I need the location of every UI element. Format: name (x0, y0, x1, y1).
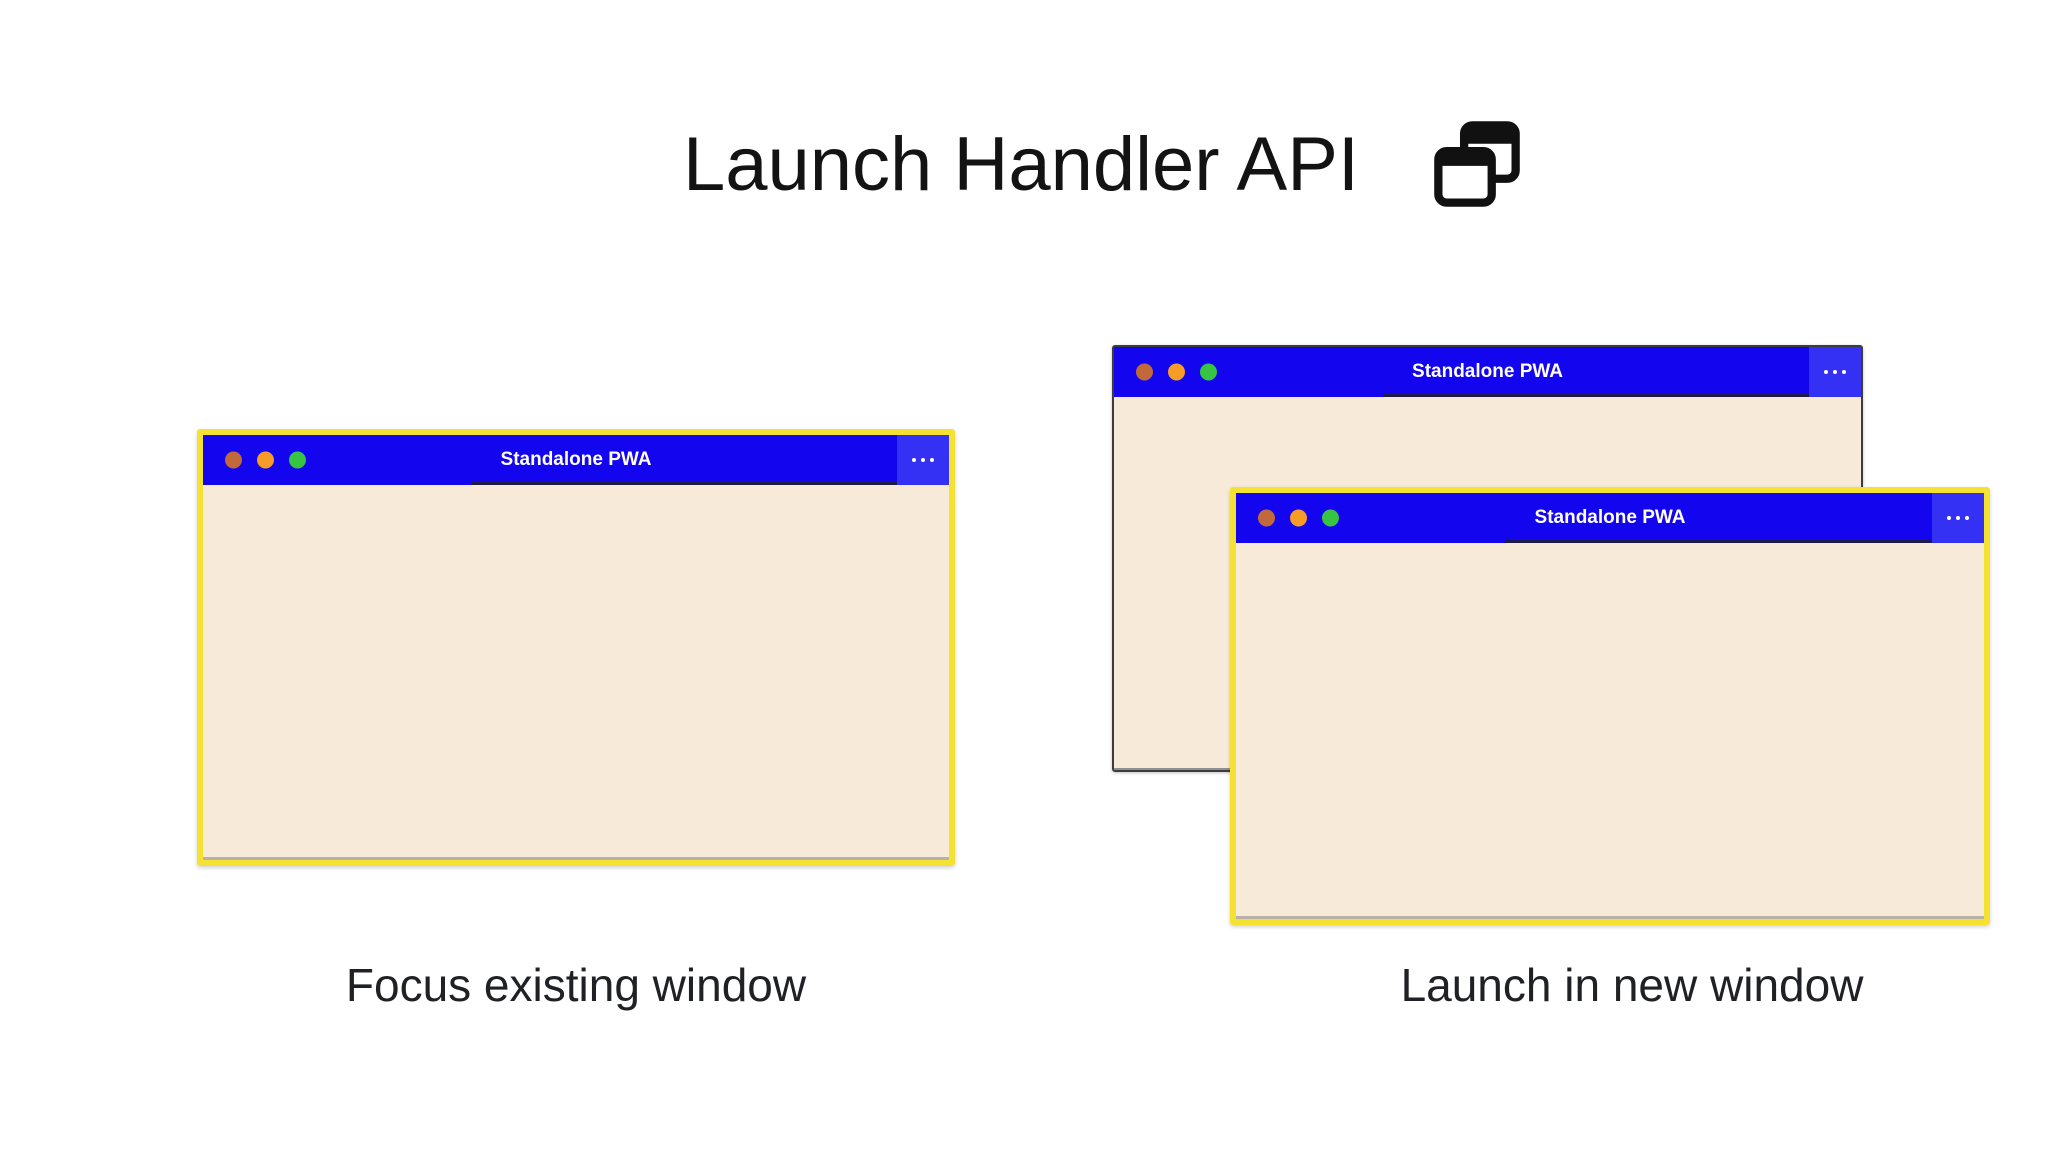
more-menu-button[interactable] (1932, 493, 1984, 543)
caption-launch-new: Launch in new window (1400, 959, 1864, 1011)
window-titlebar[interactable]: Standalone PWA (203, 435, 949, 485)
window-titlebar[interactable]: Standalone PWA (1236, 493, 1984, 543)
window-title: Standalone PWA (1412, 361, 1563, 382)
header: Launch Handler API (79, 118, 2048, 210)
pwa-window-new-foreground: Standalone PWA (1230, 487, 1990, 925)
ellipsis-icon (912, 458, 916, 462)
traffic-lights (225, 451, 306, 469)
ellipsis-icon (1947, 516, 1951, 520)
close-button-dot[interactable] (225, 451, 242, 469)
page-title: Launch Handler API (682, 121, 1360, 207)
pwa-window-focused-existing: Standalone PWA (197, 429, 955, 866)
traffic-lights (1136, 363, 1217, 381)
caption-focus-existing: Focus existing window (345, 959, 807, 1011)
zoom-button-dot[interactable] (1200, 363, 1217, 381)
ellipsis-icon (930, 458, 934, 462)
ellipsis-icon (1824, 370, 1828, 374)
minimize-button-dot[interactable] (1290, 509, 1307, 527)
ellipsis-icon (1842, 370, 1846, 374)
ellipsis-icon (1956, 516, 1960, 520)
ellipsis-icon (1965, 516, 1969, 520)
more-menu-button[interactable] (897, 435, 949, 485)
more-menu-button[interactable] (1809, 347, 1861, 397)
window-body (203, 485, 949, 860)
ellipsis-icon (1833, 370, 1837, 374)
minimize-button-dot[interactable] (257, 451, 274, 469)
window-title: Standalone PWA (500, 449, 652, 470)
traffic-lights (1258, 509, 1339, 527)
minimize-button-dot[interactable] (1168, 363, 1185, 381)
window-body (1236, 543, 1984, 919)
ellipsis-icon (921, 458, 925, 462)
window-title: Standalone PWA (1534, 507, 1686, 528)
window-titlebar[interactable]: Standalone PWA (1114, 347, 1861, 397)
zoom-button-dot[interactable] (289, 451, 306, 469)
close-button-dot[interactable] (1258, 509, 1275, 527)
close-button-dot[interactable] (1136, 363, 1153, 381)
overlapping-windows-icon (1434, 121, 1520, 207)
zoom-button-dot[interactable] (1322, 509, 1339, 527)
